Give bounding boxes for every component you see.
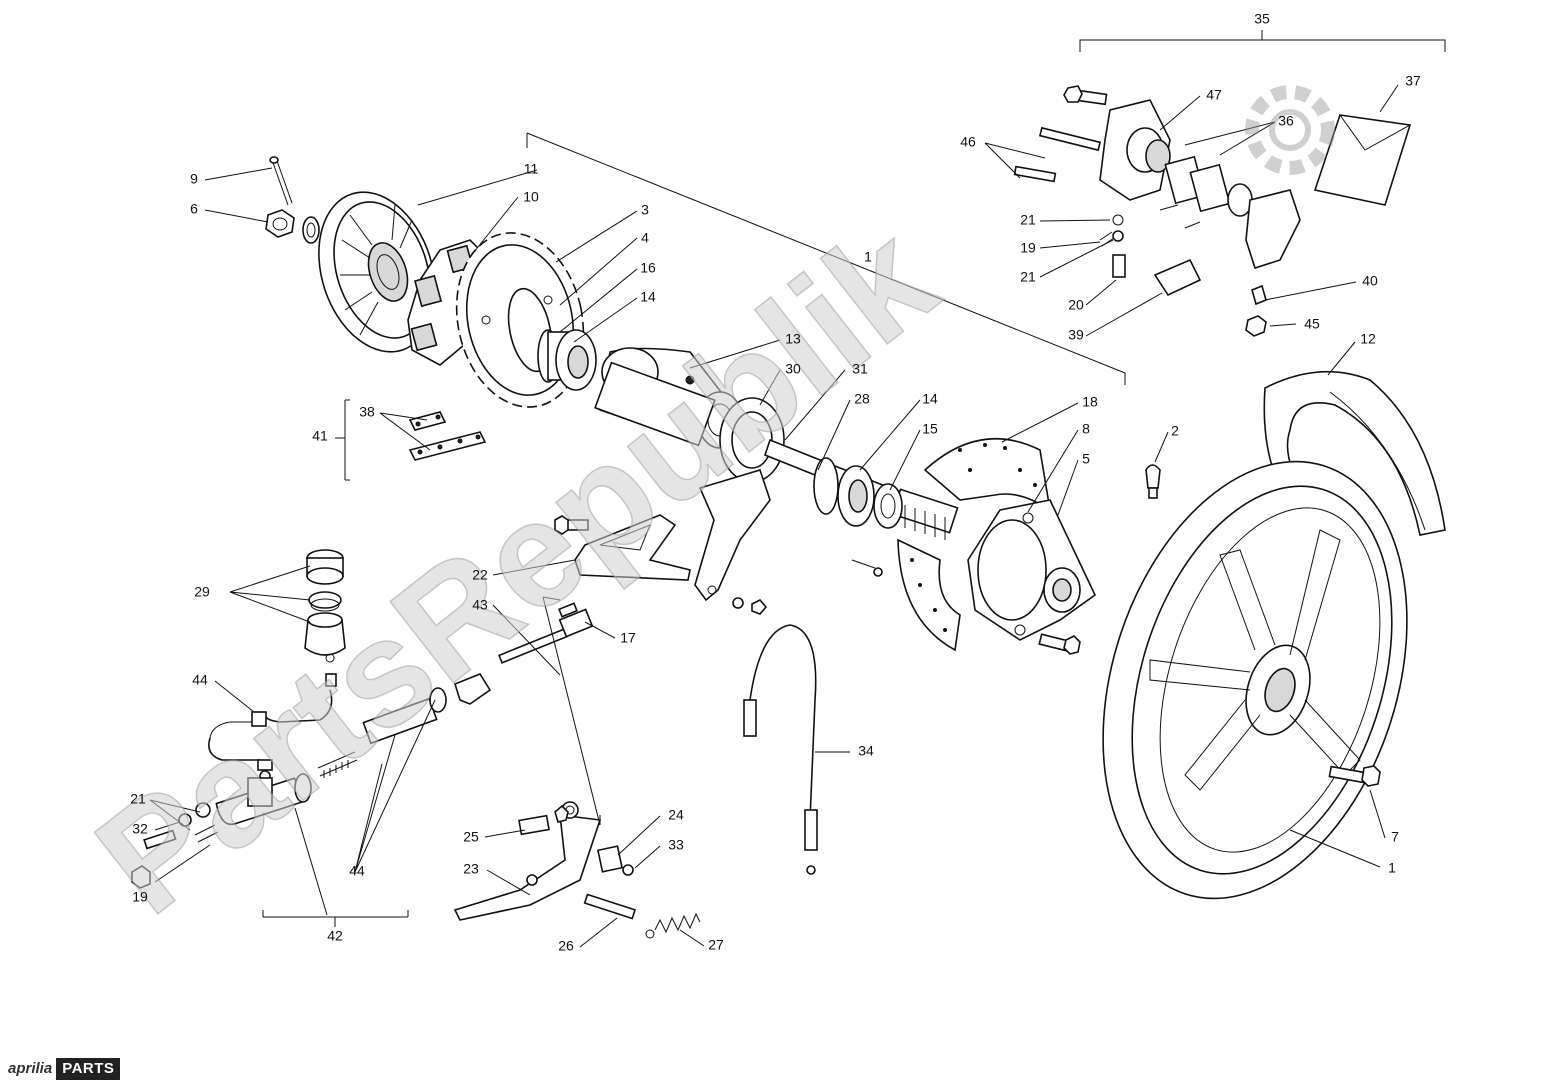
- callout-1-axle-group: 1: [864, 249, 872, 265]
- callout-13: 13: [785, 331, 801, 347]
- callout-41: 41: [312, 428, 328, 444]
- callout-2: 2: [1171, 423, 1179, 439]
- small-screw: [851, 559, 883, 577]
- callout-23: 23: [463, 861, 479, 877]
- cotter-pin: [269, 156, 293, 206]
- brake-pad-pack: [1313, 114, 1412, 206]
- callout-33: 33: [668, 837, 684, 853]
- callout-35: 35: [1254, 11, 1270, 27]
- axle-rings: [813, 457, 903, 529]
- anchor-bolt: [1038, 633, 1081, 655]
- callout-15: 15: [922, 421, 938, 437]
- callout-45: 45: [1304, 316, 1320, 332]
- callout-40: 40: [1362, 273, 1378, 289]
- footrest-bracket: [554, 514, 691, 581]
- callout-14: 14: [640, 289, 656, 305]
- callout-44-cylinder: 44: [349, 863, 365, 879]
- rear-hub: [594, 347, 743, 449]
- callout-18: 18: [1082, 394, 1098, 410]
- callout-17: 17: [620, 630, 636, 646]
- eccentric-hub: [719, 397, 785, 483]
- brake-anchor-plate: [967, 499, 1097, 641]
- callout-34: 34: [858, 743, 874, 759]
- callout-5: 5: [1082, 451, 1090, 467]
- callout-44-hose: 44: [192, 672, 208, 688]
- axle-nut: [265, 209, 320, 244]
- callout-labels: 9 6 11 10 3 4 16 14 1 13 30 31 28 14 15 …: [130, 11, 1421, 954]
- rear-wheel: [1102, 460, 1408, 900]
- callout-21-left: 21: [130, 791, 146, 807]
- brake-pedal: [453, 801, 602, 921]
- callout-28: 28: [854, 391, 870, 407]
- callout-12: 12: [1360, 331, 1376, 347]
- callout-42: 42: [327, 928, 343, 944]
- callout-16: 16: [640, 260, 656, 276]
- callout-14-right: 14: [922, 391, 938, 407]
- callout-46: 46: [960, 134, 976, 150]
- callout-7: 7: [1391, 829, 1399, 845]
- callout-24: 24: [668, 807, 684, 823]
- spacer-and-bearing: [537, 329, 597, 391]
- speedometer-cable: [743, 624, 818, 875]
- aprilia-parts-logo: aprilia PARTS: [6, 1058, 121, 1080]
- callout-31: 31: [852, 361, 868, 377]
- pedal-bushing: [596, 845, 634, 876]
- callout-21-mid: 21: [1020, 269, 1036, 285]
- callout-47: 47: [1206, 87, 1222, 103]
- sprocket-carrier: [318, 191, 436, 353]
- callout-9: 9: [190, 171, 198, 187]
- callout-39: 39: [1068, 327, 1084, 343]
- pedal-pin: [583, 893, 637, 920]
- callout-26: 26: [558, 938, 574, 954]
- return-spring: [645, 912, 701, 939]
- callout-27: 27: [708, 937, 724, 953]
- logo-parts: PARTS: [56, 1058, 121, 1080]
- leader-lines: [149, 30, 1446, 948]
- brake-caliper-assembly: [1013, 85, 1301, 337]
- callout-11: 11: [524, 161, 539, 177]
- callout-21-top: 21: [1020, 212, 1036, 228]
- callout-32: 32: [132, 821, 148, 837]
- drive-chain-links: [408, 411, 487, 461]
- push-rod: [498, 602, 594, 664]
- callout-19-top: 19: [1020, 240, 1036, 256]
- callout-6: 6: [190, 201, 198, 217]
- callout-4: 4: [641, 230, 649, 246]
- brake-disc: [897, 438, 1052, 652]
- callout-25: 25: [463, 829, 479, 845]
- tire-valve: [1145, 464, 1161, 499]
- callout-37: 37: [1405, 73, 1421, 89]
- callout-1-wheel: 1: [1388, 860, 1396, 876]
- caliper-bracket-arm: [694, 469, 771, 615]
- callout-3: 3: [641, 202, 649, 218]
- reservoir-hose: [208, 689, 333, 782]
- callout-8: 8: [1082, 421, 1090, 437]
- callout-29: 29: [194, 584, 210, 600]
- callout-43: 43: [472, 597, 488, 613]
- wheel-bolt: [1328, 765, 1381, 787]
- rear-master-cylinder: [131, 673, 492, 889]
- callout-10: 10: [523, 189, 539, 205]
- callout-30: 30: [785, 361, 801, 377]
- callout-38: 38: [359, 404, 375, 420]
- callout-22: 22: [472, 567, 488, 583]
- logo-brand: aprilia: [6, 1058, 57, 1080]
- callout-19-left: 19: [132, 889, 148, 905]
- gear-watermark-icon: [1245, 85, 1335, 175]
- callout-20: 20: [1068, 297, 1084, 313]
- callout-36: 36: [1278, 113, 1294, 129]
